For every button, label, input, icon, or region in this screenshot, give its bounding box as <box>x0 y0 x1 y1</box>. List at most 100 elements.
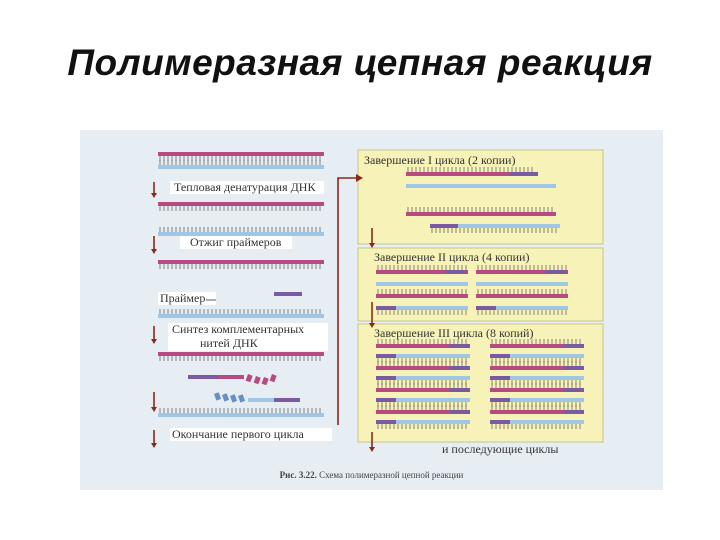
primer <box>546 270 566 274</box>
primer <box>510 172 538 176</box>
strand-bar <box>490 376 584 380</box>
strand-bar <box>376 398 470 402</box>
strand-ticks <box>377 383 467 388</box>
strand-bar <box>430 224 560 228</box>
strand-bar <box>158 352 324 356</box>
strand-bar <box>490 410 584 414</box>
strand-ticks <box>159 156 321 161</box>
nucleotide <box>261 377 269 386</box>
strand-ticks <box>159 309 321 314</box>
dna-strand <box>158 309 324 318</box>
connector-arrowhead <box>356 174 363 182</box>
strand-bar <box>158 165 324 169</box>
strand-bar <box>376 282 468 286</box>
strand-bar <box>376 388 470 392</box>
label-next-cycles: и последующие циклы <box>442 442 558 456</box>
arrows-layer <box>151 182 375 452</box>
label-synthesis-line1: Синтез комплементарных <box>172 322 304 336</box>
strand-bar <box>376 410 470 414</box>
label-box <box>168 323 328 351</box>
primer <box>490 398 510 402</box>
strand-ticks <box>159 408 321 413</box>
strand-bar <box>376 294 468 298</box>
primer <box>450 344 470 348</box>
cycle3-panel <box>357 323 604 443</box>
strand-ticks <box>407 207 553 212</box>
nucleotide <box>269 374 277 383</box>
strand-ticks <box>407 167 533 172</box>
figure-caption: Рис. 3.22. Схема полимеразной цепной реа… <box>80 470 663 480</box>
nucleotide <box>245 374 253 383</box>
primer <box>490 354 510 358</box>
strand-bar <box>490 354 584 358</box>
strand-bar <box>376 306 468 310</box>
nucleotide <box>221 393 230 402</box>
strand-ticks <box>491 361 581 366</box>
primer <box>376 376 396 380</box>
primer <box>274 292 302 296</box>
dna-strand <box>490 398 584 407</box>
strand-ticks <box>377 424 467 429</box>
primer <box>476 306 496 310</box>
label-cycle2: Завершение II цикла (4 копии) <box>374 250 529 264</box>
primer <box>564 366 584 370</box>
strand-ticks <box>491 424 581 429</box>
primer <box>430 224 458 228</box>
dna-strand <box>490 420 584 429</box>
pcr-figure: Тепловая денатурация ДНК Отжиг праймеров… <box>80 130 663 490</box>
strand-ticks <box>377 361 467 366</box>
strand-bar <box>476 282 568 286</box>
caption-label: Рис. 3.22. <box>279 470 317 480</box>
strand-ticks <box>491 358 581 363</box>
slide-title: Полимеразная цепная реакция <box>67 42 653 83</box>
dna-strand <box>376 289 468 298</box>
strand-bar <box>406 184 556 188</box>
strand-bar <box>376 366 470 370</box>
step-arrowhead <box>369 243 375 248</box>
pcr-diagram: Тепловая денатурация ДНК Отжиг праймеров… <box>151 149 604 456</box>
connector-line <box>337 177 356 425</box>
dna-strand <box>490 383 584 392</box>
label-primer: Праймер <box>160 291 205 305</box>
strand-ticks <box>491 405 581 410</box>
dna-strand <box>376 282 468 286</box>
dna-strand <box>376 265 468 274</box>
label-heat-denaturation: Тепловая денатурация ДНК <box>174 180 316 194</box>
strand-ticks <box>159 356 321 361</box>
strand-ticks <box>431 228 557 233</box>
step-arrowhead <box>151 249 157 254</box>
primer <box>564 410 584 414</box>
dna-strand <box>376 420 470 429</box>
label-primer-annealing: Отжиг праймеров <box>190 235 282 249</box>
primer <box>376 398 396 402</box>
new-strand <box>218 375 244 379</box>
strand-bar <box>476 294 568 298</box>
primer <box>188 375 218 379</box>
strand-bar <box>158 260 324 264</box>
strand-ticks <box>491 339 581 344</box>
strand-bar <box>476 306 568 310</box>
dna-bottom-strand <box>158 160 324 169</box>
strand-ticks <box>377 380 467 385</box>
strand-ticks <box>477 265 567 270</box>
strand-bar <box>158 232 324 236</box>
strand-ticks <box>159 206 321 211</box>
label-box <box>158 292 216 305</box>
primer <box>376 306 396 310</box>
primer <box>446 270 466 274</box>
dna-strand <box>476 289 568 298</box>
new-strand <box>248 398 274 402</box>
primer <box>564 344 584 348</box>
strand-bar <box>406 172 536 176</box>
caption-text: Схема полимеразной цепной реакции <box>319 470 464 480</box>
dna-strand <box>476 282 568 286</box>
strand-bar <box>476 270 568 274</box>
step-arrowhead <box>369 447 375 452</box>
dna-strand <box>476 265 568 274</box>
strand-ticks <box>159 227 321 232</box>
label-box <box>170 181 324 194</box>
primer <box>564 388 584 392</box>
strand-bar <box>376 344 470 348</box>
strands-layer <box>158 152 584 429</box>
dna-strand <box>376 398 470 407</box>
